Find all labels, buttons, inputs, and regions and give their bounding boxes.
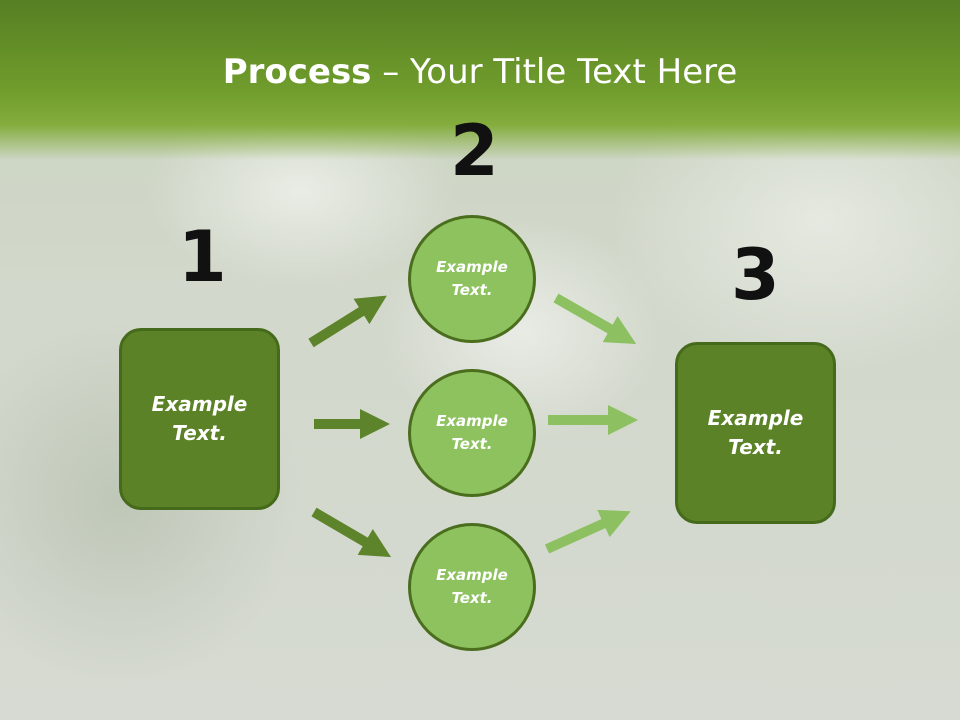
arrow-bottom-to-right (544, 509, 631, 554)
circle-top-line1: Example (436, 258, 508, 276)
arrow-top-to-right (553, 293, 637, 344)
step-number-3: 3 (731, 234, 780, 316)
title-rest: – Your Title Text Here (371, 52, 738, 92)
step-3-box-line1: Example (707, 406, 804, 430)
step-1-box: Example Text. (119, 328, 280, 510)
circle-middle-line1: Example (436, 412, 508, 430)
slide-title: Process – Your Title Text Here (0, 52, 960, 92)
step-2-circle-middle: Example Text. (408, 369, 536, 497)
title-strong: Process (222, 52, 372, 92)
arrow-left-to-top (308, 295, 387, 348)
arrow-left-to-bottom (311, 507, 392, 558)
step-number-1: 1 (178, 216, 227, 298)
step-1-box-line2: Text. (172, 421, 227, 445)
circle-top-line2: Text. (451, 281, 493, 299)
step-3-box: Example Text. (675, 342, 836, 524)
circle-bottom-line1: Example (436, 566, 508, 584)
step-number-2: 2 (450, 110, 499, 192)
step-1-box-line1: Example (151, 392, 248, 416)
step-2-circle-top: Example Text. (408, 215, 536, 343)
circle-middle-line2: Text. (451, 435, 493, 453)
title-bar (0, 0, 960, 160)
step-3-box-line2: Text. (728, 435, 783, 459)
step-2-circle-bottom: Example Text. (408, 523, 536, 651)
circle-bottom-line2: Text. (451, 589, 493, 607)
